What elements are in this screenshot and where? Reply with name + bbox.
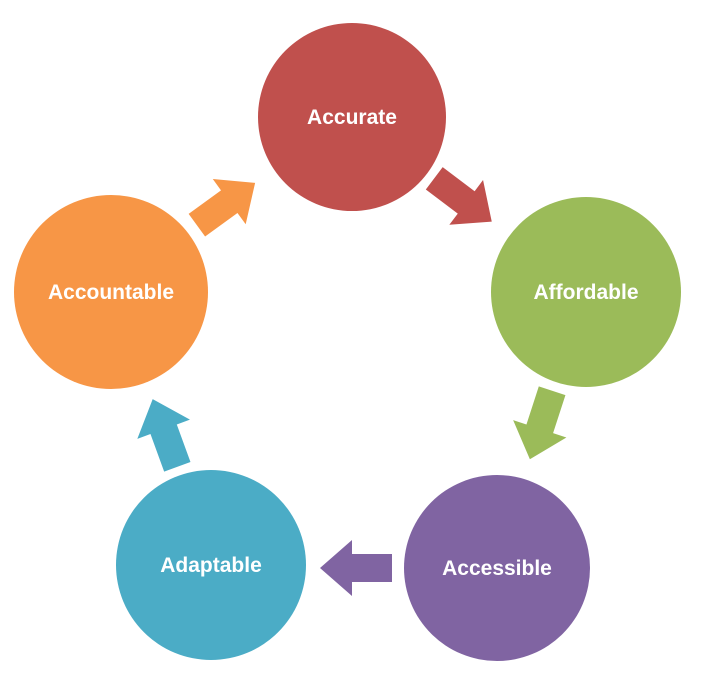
node-accountable-label: Accountable xyxy=(48,281,174,304)
node-adaptable-label: Adaptable xyxy=(160,554,262,577)
arrow-accessible-to-adaptable-icon xyxy=(320,540,392,596)
node-accurate-circle xyxy=(258,23,446,211)
node-adaptable-circle xyxy=(116,470,306,660)
node-affordable-label: Affordable xyxy=(534,281,639,304)
arrow-affordable-to-accessible-icon xyxy=(513,386,567,460)
arrow-adaptable-to-accountable-icon xyxy=(137,399,191,472)
node-accessible-label: Accessible xyxy=(442,557,552,580)
arrow-accountable-to-accurate-icon xyxy=(188,178,256,237)
node-affordable-circle xyxy=(491,197,681,387)
node-accessible-circle xyxy=(404,475,590,661)
arrow-accurate-to-affordable-icon xyxy=(425,167,492,225)
node-accurate-label: Accurate xyxy=(307,106,397,129)
node-accountable-circle xyxy=(14,195,208,389)
